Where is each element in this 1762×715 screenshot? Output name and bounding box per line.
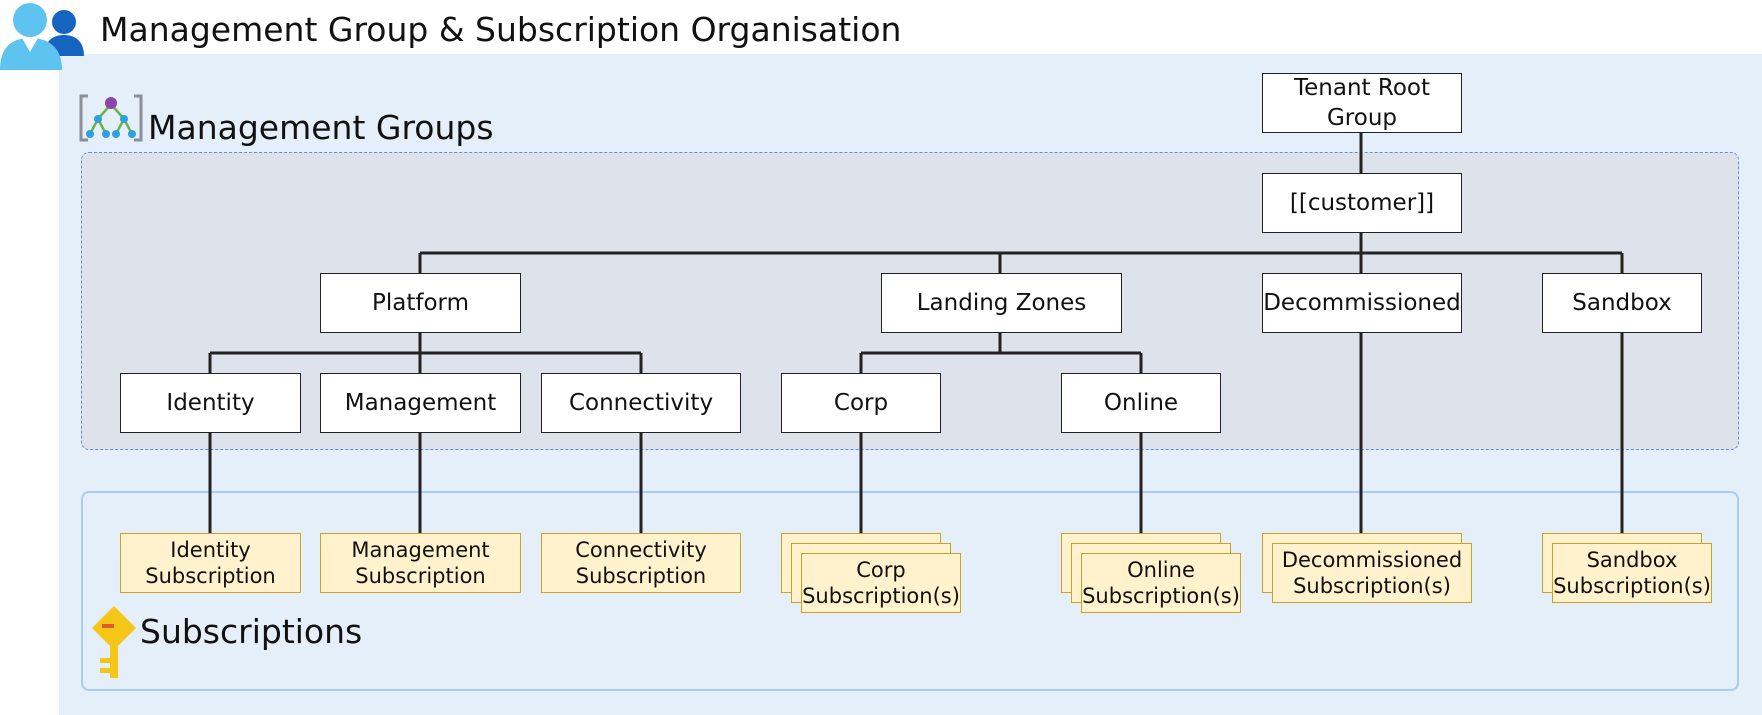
sandbox-node: Sandbox — [1542, 273, 1702, 333]
management-node: Management — [320, 373, 521, 433]
corp-subscriptions: Corp Subscription(s) — [801, 553, 961, 613]
management-groups-heading: Management Groups — [148, 108, 494, 147]
sandbox-subscriptions: Sandbox Subscription(s) — [1552, 543, 1712, 603]
decommissioned-node: Decommissioned — [1262, 273, 1462, 333]
management-groups-icon — [78, 92, 144, 146]
tenant-root-group-node: Tenant Root Group — [1262, 73, 1462, 133]
key-icon — [90, 604, 138, 680]
identity-subscription: Identity Subscription — [120, 533, 301, 593]
subscriptions-heading: Subscriptions — [140, 612, 363, 651]
identity-node: Identity — [120, 373, 301, 433]
online-subscriptions: Online Subscription(s) — [1081, 553, 1241, 613]
decommissioned-subscriptions: Decommissioned Subscription(s) — [1272, 543, 1472, 603]
corp-node: Corp — [781, 373, 941, 433]
landing-zones-node: Landing Zones — [881, 273, 1122, 333]
users-icon — [0, 0, 90, 72]
platform-node: Platform — [320, 273, 521, 333]
online-node: Online — [1061, 373, 1221, 433]
management-subscription: Management Subscription — [320, 533, 521, 593]
customer-node: [[customer]] — [1262, 173, 1462, 233]
connectivity-node: Connectivity — [541, 373, 741, 433]
page-title: Management Group & Subscription Organisa… — [100, 10, 902, 49]
connectivity-subscription: Connectivity Subscription — [541, 533, 741, 593]
